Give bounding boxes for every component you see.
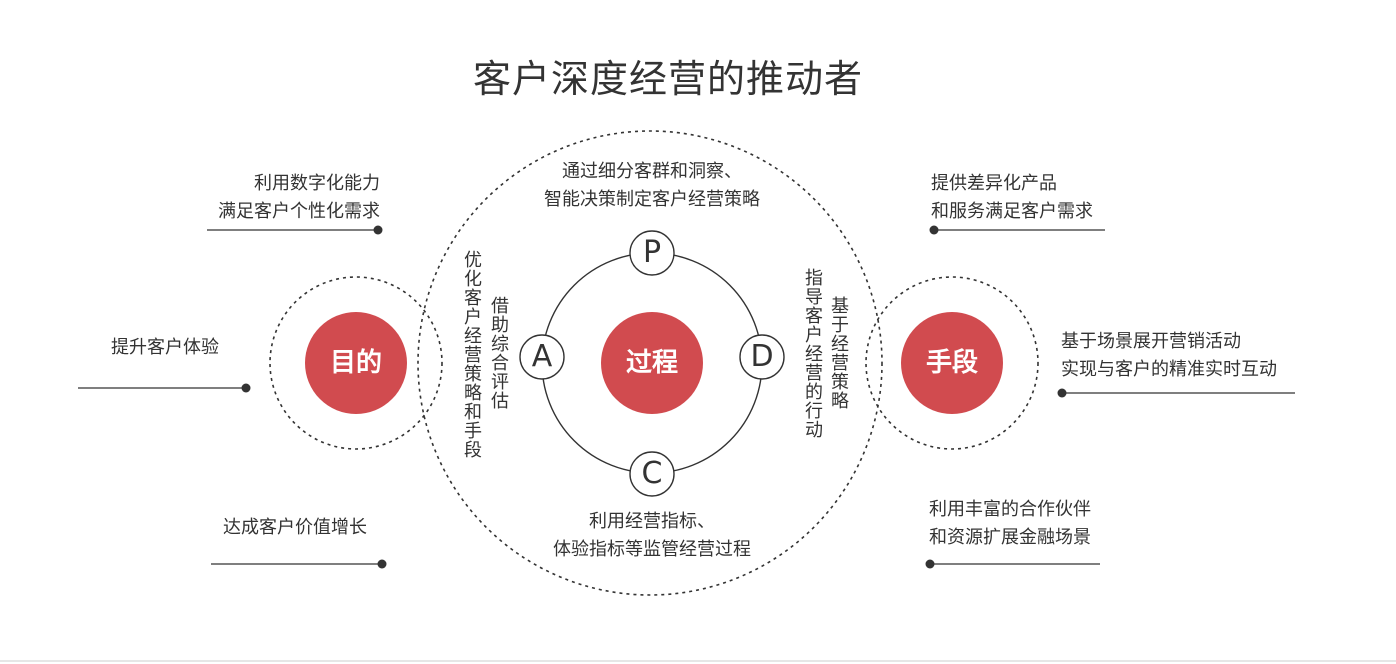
right-middle-line-2: 实现与客户的精准实时互动 (1061, 359, 1277, 380)
process-right-inner-text: 指导客户经营的行动 (802, 268, 823, 439)
process-top-label: 通过细分客群和洞察、 智能决策制定客户经营策略 (520, 158, 784, 214)
right-bottom-dot (925, 559, 935, 569)
right-hub-label: 手段 (925, 348, 978, 378)
center-hub-label: 过程 (625, 348, 678, 378)
right-middle-dot (1057, 388, 1067, 398)
right-top-line-2: 和服务满足客户需求 (931, 201, 1093, 222)
node-p-circle (629, 230, 675, 276)
node-d-letter: D (750, 339, 774, 374)
process-left-outer-text: 优化客户经营策略和手段 (461, 250, 482, 459)
node-a-letter: A (531, 339, 553, 374)
left-hub-label: 目的 (329, 348, 382, 378)
right-bottom-label: 利用丰富的合作伙伴 和资源扩展金融场景 (929, 496, 1091, 552)
left-top-label: 利用数字化能力 满足客户个性化需求 (180, 170, 380, 226)
right-top-dot (929, 225, 939, 235)
page-title: 客户深度经营的推动者 (472, 57, 863, 101)
right-middle-line-1: 基于场景展开营销活动 (1061, 331, 1241, 352)
right-top-line-1: 提供差异化产品 (931, 173, 1057, 194)
process-left-inner-text: 借助综合评估 (488, 296, 509, 410)
left-middle-label: 提升客户体验 (111, 334, 219, 362)
right-dashed-ring (865, 276, 1039, 450)
process-right-outer-text: 基于经营策略 (828, 296, 849, 410)
node-c-letter: C (641, 456, 663, 491)
left-bottom-dot (377, 559, 387, 569)
right-bottom-line-1: 利用丰富的合作伙伴 (929, 499, 1091, 520)
process-bottom-line-1: 利用经营指标、 (589, 511, 715, 532)
left-bottom-line-1: 达成客户价值增长 (223, 517, 367, 538)
process-bottom-line-2: 体验指标等监管经营过程 (553, 539, 751, 560)
right-bottom-line-2: 和资源扩展金融场景 (929, 527, 1091, 548)
left-top-line-2: 满足客户个性化需求 (218, 201, 380, 222)
left-middle-dot (241, 383, 251, 393)
right-middle-label: 基于场景展开营销活动 实现与客户的精准实时互动 (1061, 328, 1277, 384)
center-dashed-ring (417, 130, 883, 596)
left-hub (305, 312, 407, 414)
left-bottom-label: 达成客户价值增长 (223, 514, 367, 542)
right-hub (901, 312, 1003, 414)
left-dashed-ring (269, 276, 443, 450)
process-top-line-2: 智能决策制定客户经营策略 (544, 189, 760, 210)
node-p-letter: P (642, 235, 662, 270)
right-top-label: 提供差异化产品 和服务满足客户需求 (931, 170, 1093, 226)
left-top-dot (373, 225, 383, 235)
left-middle-line-1: 提升客户体验 (111, 337, 219, 358)
center-hub (601, 312, 703, 414)
node-d-circle (739, 334, 785, 380)
left-top-line-1: 利用数字化能力 (254, 173, 380, 194)
process-top-line-1: 通过细分客群和洞察、 (562, 161, 742, 182)
process-bottom-label: 利用经营指标、 体验指标等监管经营过程 (520, 508, 784, 564)
node-c-circle (629, 451, 675, 497)
node-a-circle (519, 334, 565, 380)
